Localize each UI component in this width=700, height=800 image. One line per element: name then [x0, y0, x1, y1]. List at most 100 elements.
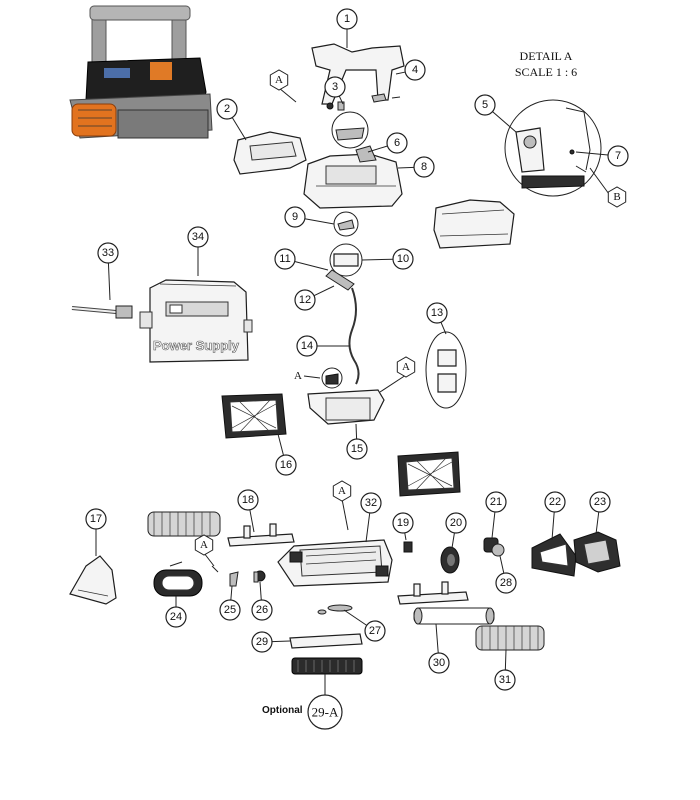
- callout-label: 20: [450, 517, 462, 529]
- callout-label: 18: [242, 494, 254, 506]
- callout-label: 28: [500, 577, 512, 589]
- callout-1: 1: [336, 8, 358, 30]
- part-brush-29a: [291, 657, 363, 675]
- callout-32: 32: [360, 492, 382, 514]
- leader-line: [404, 532, 407, 541]
- callout-label: 24: [170, 611, 182, 623]
- callout-label: 25: [224, 604, 236, 616]
- leader-line: [338, 95, 344, 105]
- leader-line: [249, 509, 255, 533]
- part-tube-30: [413, 607, 495, 625]
- callout-circle: [237, 489, 259, 511]
- leader-line: [259, 581, 262, 601]
- leader-line: [271, 640, 291, 643]
- part-switch: [333, 211, 359, 237]
- part-pin-19: [403, 541, 413, 553]
- optional-label: Optional: [262, 705, 303, 716]
- callout-circle: [544, 491, 566, 513]
- leader-line: [504, 649, 507, 671]
- part-top-cover: [233, 131, 307, 175]
- leader-line: [367, 145, 388, 153]
- leader-line: [365, 512, 371, 543]
- callout-circle: [251, 631, 273, 653]
- callout-2: 2: [216, 98, 238, 120]
- callout-circle: [413, 156, 435, 178]
- callout-31: 31: [494, 669, 516, 691]
- part-wheel-20: [440, 546, 460, 574]
- callout-27: 27: [364, 620, 386, 642]
- callout-circle: [324, 76, 346, 98]
- part-bar-29: [289, 633, 363, 649]
- part-clip-25: [229, 571, 239, 587]
- callout-label: 29: [256, 636, 268, 648]
- callout-15: 15: [346, 438, 368, 460]
- detail-circle: [504, 99, 602, 197]
- callout-25: 25: [219, 599, 241, 621]
- reference-hexagon: [332, 480, 352, 502]
- callout-circle: [364, 620, 386, 642]
- callout-30: 30: [428, 652, 450, 674]
- callout-label: 12: [299, 294, 311, 306]
- reference-marker-a: A: [396, 356, 416, 378]
- callout-label: 16: [280, 459, 292, 471]
- callout-6: 6: [386, 132, 408, 154]
- part-track-belt: [153, 569, 203, 597]
- callout-10: 10: [392, 248, 414, 270]
- leader-line: [355, 423, 358, 440]
- callout-16: 16: [275, 454, 297, 476]
- part-side-plate-23: [573, 531, 621, 573]
- leader-line: [343, 609, 368, 626]
- callout-9: 9: [284, 206, 306, 228]
- callout-label: 17: [90, 513, 102, 525]
- callout-label: 13: [431, 307, 443, 319]
- callout-circle: [607, 145, 629, 167]
- leader-line: [361, 258, 394, 261]
- callout-circle: [386, 132, 408, 154]
- part-chassis: [277, 539, 393, 587]
- reference-leader: [379, 374, 407, 393]
- leader-line: [397, 166, 415, 169]
- leader-line: [491, 511, 496, 539]
- callout-circle: [294, 289, 316, 311]
- leader-line: [575, 151, 609, 156]
- callout-4: 4: [404, 59, 426, 81]
- callout-circle: [392, 248, 414, 270]
- callout-12: 12: [294, 289, 316, 311]
- callout-label: 23: [594, 496, 606, 508]
- reference-hexagon: [194, 534, 214, 556]
- part-handle-frame: [311, 43, 405, 105]
- callout-circle: [85, 508, 107, 530]
- power-supply-label: Power Supply: [153, 338, 240, 353]
- callout-label: 4: [412, 64, 418, 76]
- reference-marker-a: A: [332, 480, 352, 502]
- callout-label: 19: [397, 517, 409, 529]
- callout-label: 15: [351, 443, 363, 455]
- callout-label: 26: [256, 604, 268, 616]
- part-connector: [329, 243, 363, 277]
- part-27: [317, 604, 353, 615]
- callout-label: 3: [332, 81, 338, 93]
- callout-circle: [404, 59, 426, 81]
- part-power-supply: Power Supply: [139, 279, 253, 363]
- callout-circle: [360, 492, 382, 514]
- callout-label: 33: [102, 247, 114, 259]
- part-wheel-26: [253, 570, 266, 583]
- callout-circle: [445, 512, 467, 534]
- callout-label: 1: [344, 13, 350, 25]
- callout-label: 34: [192, 231, 204, 243]
- inline-ref-a: A: [294, 370, 302, 382]
- callout-28: 28: [495, 572, 517, 594]
- callout-label: 32: [365, 497, 377, 509]
- callout-24: 24: [165, 606, 187, 628]
- leader-line: [435, 623, 439, 654]
- callout-circle: [275, 454, 297, 476]
- callout-label: 8: [421, 161, 427, 173]
- callout-label: 27: [369, 625, 381, 637]
- callout-circle: [392, 512, 414, 534]
- callout-18: 18: [237, 489, 259, 511]
- leader-line: [313, 285, 335, 297]
- callout-label: 10: [397, 253, 409, 265]
- part-power-cable: [71, 305, 133, 319]
